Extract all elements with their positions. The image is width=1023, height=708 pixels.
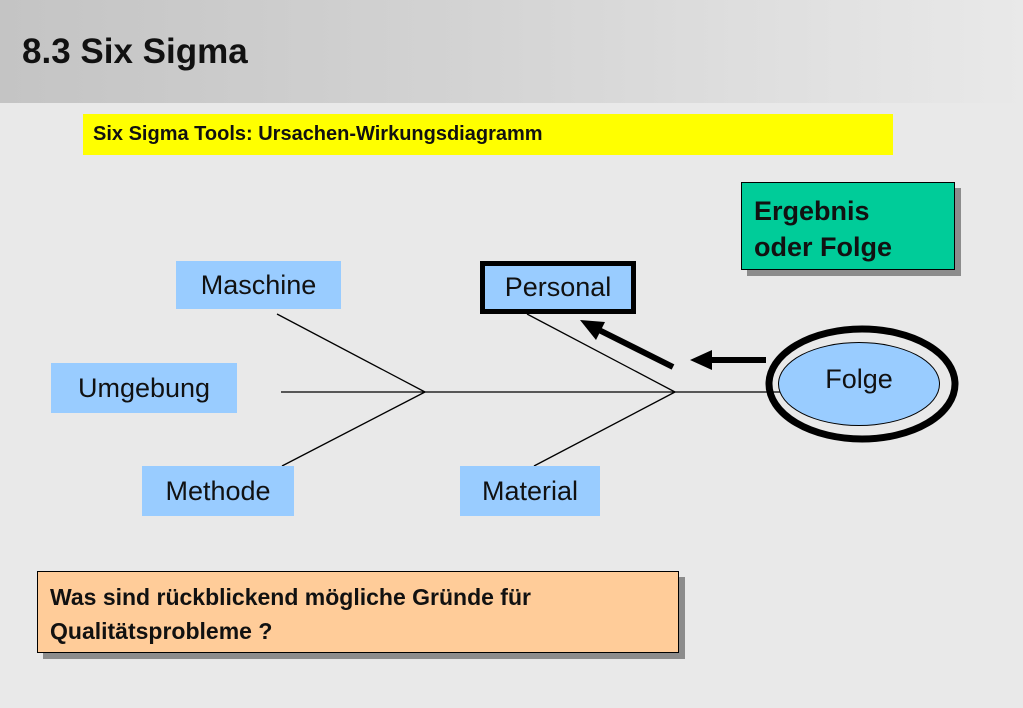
cause-material-label: Material xyxy=(481,475,579,506)
effect-node: Folge xyxy=(778,342,940,426)
subtitle-text: Six Sigma Tools: Ursachen-Wirkungsdiagra… xyxy=(93,123,543,145)
bone-maschine xyxy=(276,313,426,393)
cause-maschine-label: Maschine xyxy=(200,269,317,300)
result-line-1: Ergebnis xyxy=(754,196,870,226)
bone-methode xyxy=(281,391,426,467)
result-line-2: oder Folge xyxy=(754,232,893,262)
cause-umgebung: Umgebung xyxy=(51,363,237,413)
header-band xyxy=(0,0,1023,103)
effect-highlight-ring xyxy=(765,325,959,443)
question-line-2: Qualitätsprobleme ? xyxy=(50,618,273,644)
bone-personal xyxy=(526,313,676,393)
question-callout: Was sind rückblickend mögliche Gründe fü… xyxy=(37,571,679,653)
subtitle-banner: Six Sigma Tools: Ursachen-Wirkungsdiagra… xyxy=(83,114,893,155)
result-callout: Ergebnis oder Folge xyxy=(741,182,955,270)
cause-methode: Methode xyxy=(142,466,294,516)
slide-title: 8.3 Six Sigma xyxy=(22,32,248,71)
cause-personal: Personal xyxy=(480,261,636,314)
cause-umgebung-label: Umgebung xyxy=(77,372,211,403)
cause-maschine: Maschine xyxy=(176,261,341,309)
cause-methode-label: Methode xyxy=(165,475,271,506)
cause-material: Material xyxy=(460,466,600,516)
question-line-1: Was sind rückblickend mögliche Gründe fü… xyxy=(50,584,531,610)
arrow-to-spine-icon xyxy=(690,350,766,370)
arrow-to-personal-icon xyxy=(580,320,675,370)
bone-material xyxy=(533,391,676,467)
cause-personal-label: Personal xyxy=(504,272,612,302)
effect-label: Folge xyxy=(825,363,893,394)
